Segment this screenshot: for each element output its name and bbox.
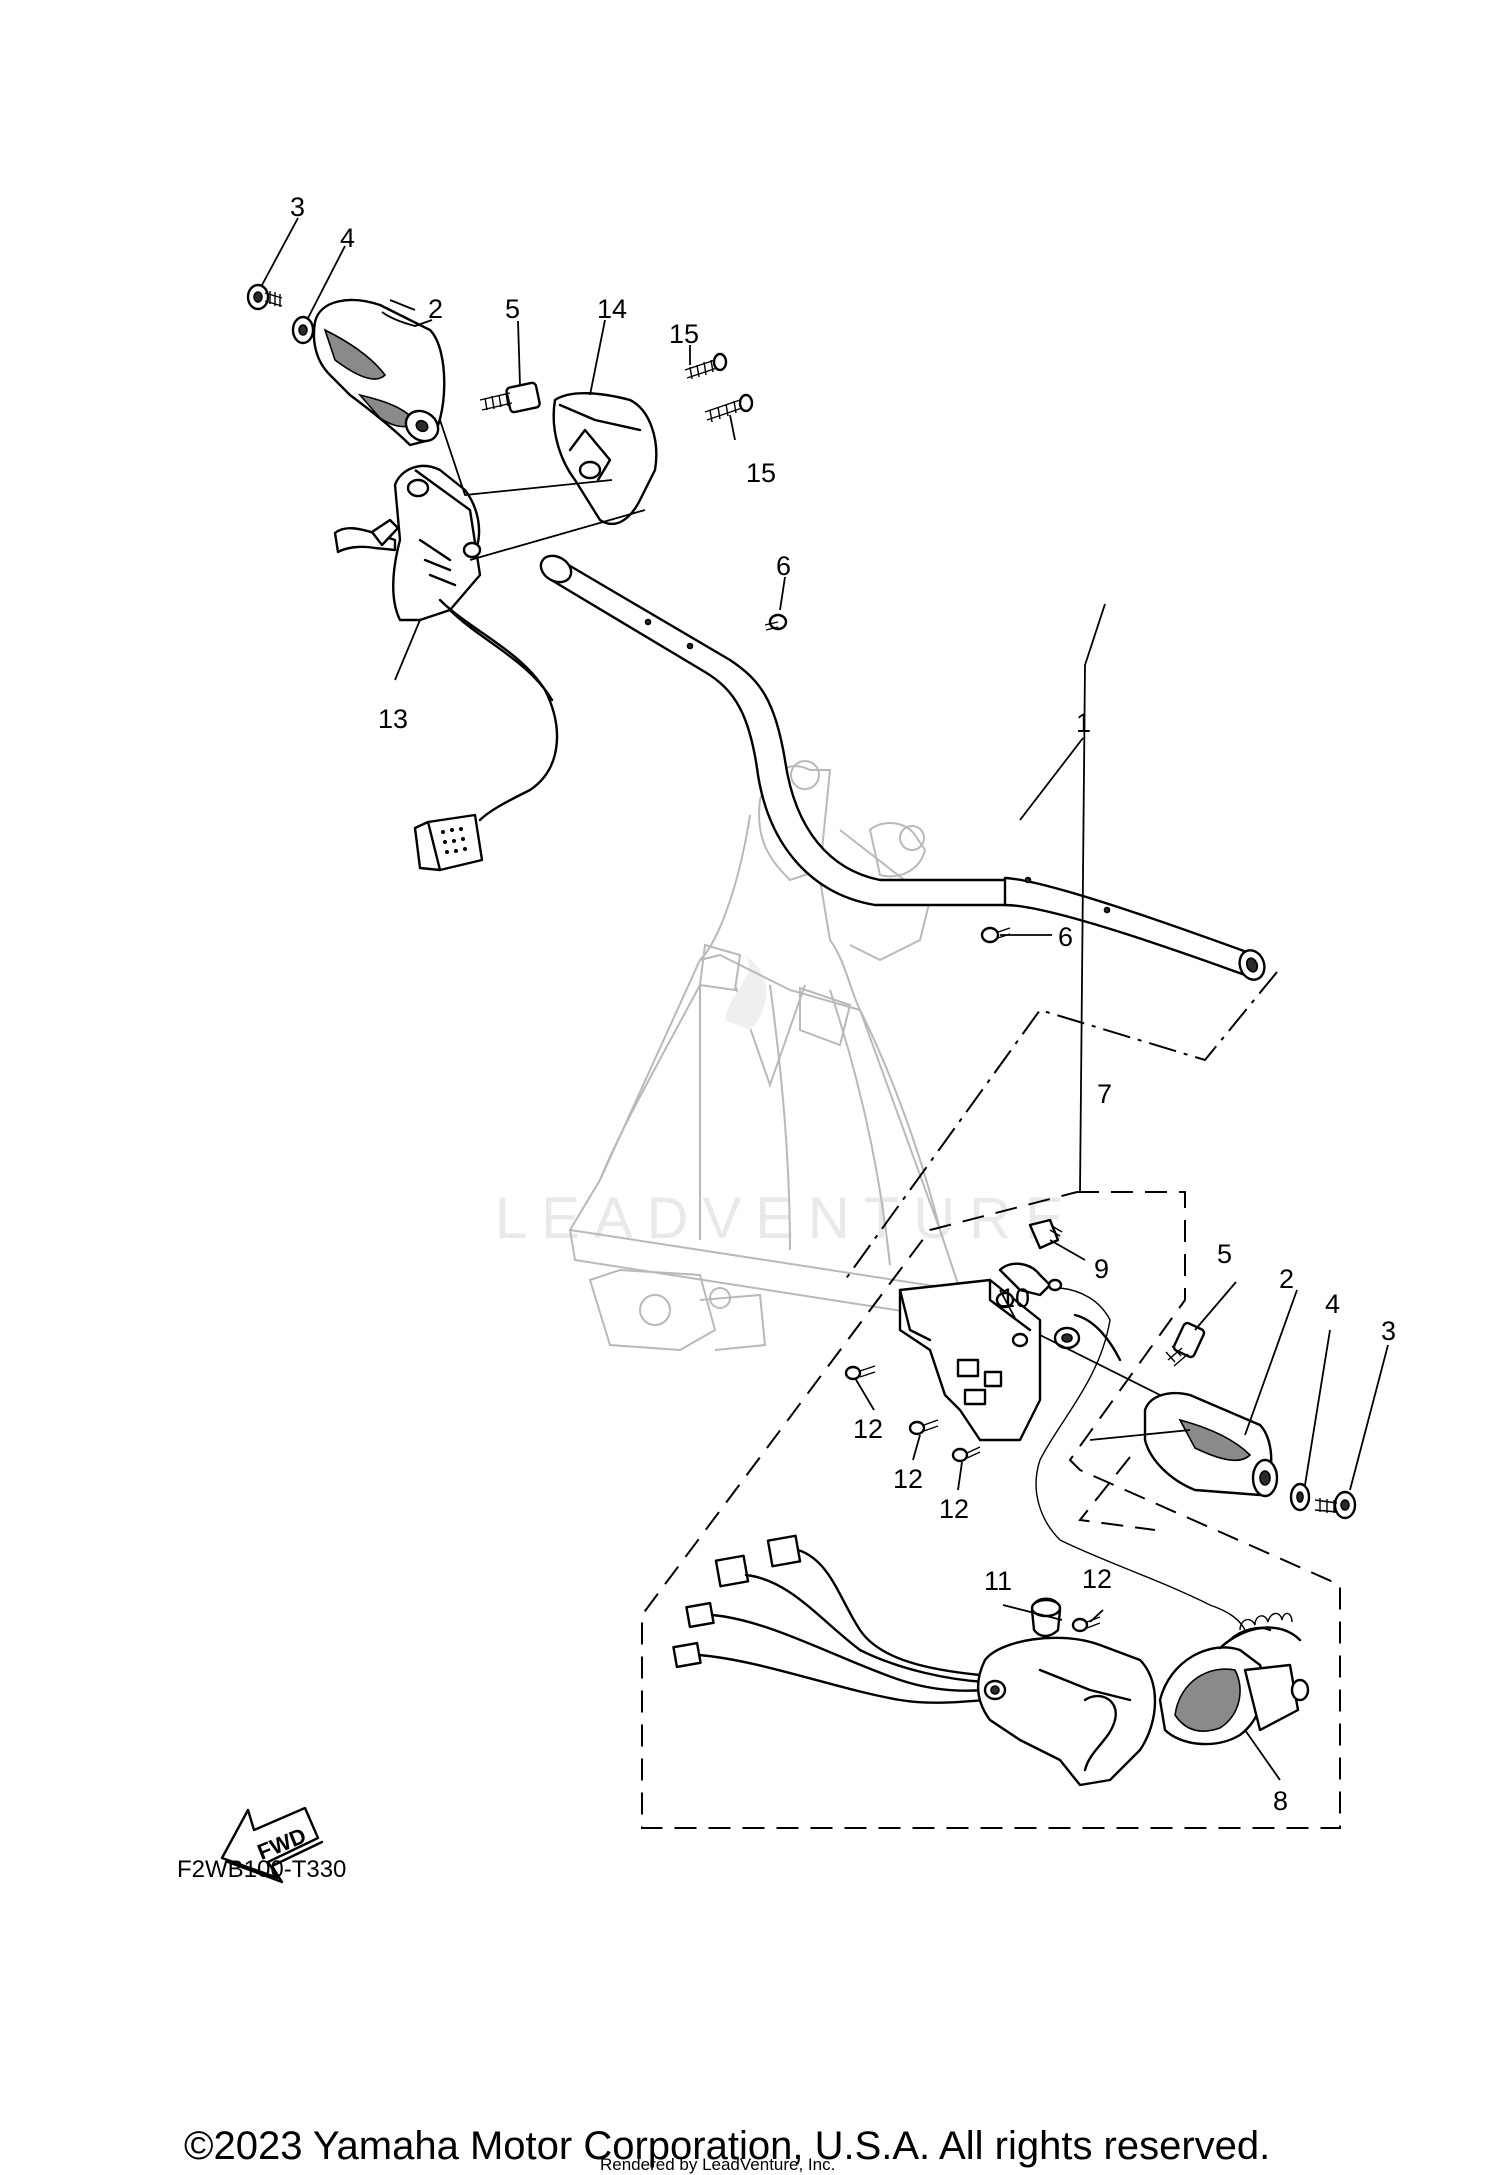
callout-10: 10 bbox=[1000, 1283, 1030, 1313]
callout-13: 13 bbox=[378, 704, 408, 734]
left-end-bolt bbox=[246, 283, 283, 311]
rendered-by-notice: Rendered by LeadVenture, Inc. bbox=[600, 2155, 836, 2174]
right-grip bbox=[1143, 1391, 1279, 1498]
watermark-text: LEADVENTURE bbox=[495, 1186, 1078, 1251]
left-washer bbox=[291, 315, 315, 345]
callout-6-upper: 6 bbox=[776, 551, 791, 581]
callout-14: 14 bbox=[597, 294, 627, 324]
callout-5-left: 5 bbox=[505, 294, 520, 324]
watermark: LEADVENTURE bbox=[495, 955, 1078, 1251]
diagram-code: F2WB100-T330 bbox=[177, 1856, 347, 1883]
callout-6-lower: 6 bbox=[1058, 922, 1073, 952]
cover-screws bbox=[684, 352, 754, 423]
left-switch-bolt bbox=[479, 381, 541, 414]
switch-screws bbox=[844, 1365, 1101, 1633]
callout-7: 7 bbox=[1097, 1079, 1112, 1109]
callout-2-right: 2 bbox=[1279, 1264, 1294, 1294]
assembly-7-outline-inner bbox=[1078, 1456, 1156, 1531]
callout-15-upper: 15 bbox=[669, 319, 699, 349]
callout-12-d: 12 bbox=[1082, 1564, 1112, 1594]
handlebar-reference-line bbox=[844, 971, 1278, 1281]
right-washer bbox=[1289, 1482, 1311, 1512]
callout-9: 9 bbox=[1094, 1254, 1109, 1284]
right-switch-bolt bbox=[1165, 1321, 1206, 1367]
callout-11: 11 bbox=[984, 1566, 1012, 1596]
callout-4-right: 4 bbox=[1325, 1289, 1340, 1319]
callout-15-lower: 15 bbox=[746, 458, 776, 488]
callout-3-left: 3 bbox=[290, 192, 305, 222]
handlebar-screws bbox=[764, 613, 1011, 944]
callout-12-b: 12 bbox=[893, 1464, 923, 1494]
callout-12-c: 12 bbox=[939, 1494, 969, 1524]
callout-1: 1 bbox=[1076, 708, 1091, 738]
left-grip bbox=[312, 298, 446, 447]
steering-column bbox=[568, 760, 962, 1352]
callout-2-left: 2 bbox=[428, 294, 443, 324]
handlebar bbox=[539, 554, 1266, 981]
callouts: 3 4 2 5 14 15 15 6 13 1 6 7 9 10 5 2 4 3… bbox=[290, 192, 1396, 1816]
callout-4-left: 4 bbox=[340, 223, 355, 253]
callout-8: 8 bbox=[1273, 1786, 1288, 1816]
left-switch-housing bbox=[333, 464, 559, 872]
lanyard-switch bbox=[1059, 1539, 1310, 1746]
assembly-7-outline bbox=[641, 1191, 1341, 1829]
wire-harness bbox=[672, 1534, 987, 1704]
callout-12-a: 12 bbox=[853, 1414, 883, 1444]
right-end-bolt bbox=[1314, 1490, 1357, 1520]
left-switch-cover bbox=[552, 392, 658, 526]
callout-3-right: 3 bbox=[1381, 1316, 1396, 1346]
callout-5-right: 5 bbox=[1217, 1239, 1232, 1269]
right-switch-cover bbox=[976, 1636, 1157, 1787]
switch-cap bbox=[1030, 1597, 1062, 1638]
copyright-notice: ©2023 Yamaha Motor Corporation, U.S.A. A… bbox=[184, 2124, 1271, 2168]
right-switch-body bbox=[898, 1218, 1122, 1541]
leader-lines bbox=[261, 217, 1389, 1781]
